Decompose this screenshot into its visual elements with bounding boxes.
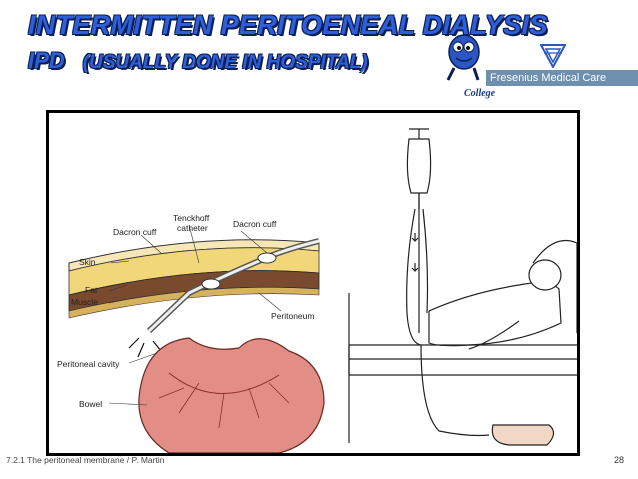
peritoneal-dialysis-illustration: Tenckhoff catheter Dacron cuff Skin Dacr…	[46, 110, 580, 456]
abdominal-wall-cross-section	[68, 224, 325, 453]
title-hospital-note: (USUALLY DONE IN HOSPITAL)	[82, 52, 368, 73]
label-fat: Fat	[85, 285, 98, 295]
label-tenckhoff-2: catheter	[177, 223, 208, 233]
label-dacron-cuff-left: Dacron cuff	[113, 227, 157, 237]
fresenius-logo-bar: Fresenius Medical Care	[486, 70, 638, 86]
label-tenckhoff-1: Tenckhoff	[173, 213, 210, 223]
title-ipd: IPD	[28, 48, 65, 73]
footer-source: 7.2.1 The peritoneal membrane / P. Marti…	[6, 455, 165, 465]
illustration-svg: Tenckhoff catheter Dacron cuff Skin Dacr…	[57, 128, 577, 453]
college-logo-text: College	[464, 88, 496, 99]
label-bowel: Bowel	[79, 399, 102, 409]
label-muscle: Muscle	[71, 297, 98, 307]
fresenius-triangle-icon	[540, 44, 566, 68]
label-peritoneal-cavity: Peritoneal cavity	[57, 359, 120, 369]
slide-title-line2: IPD (USUALLY DONE IN HOSPITAL)	[28, 48, 368, 74]
label-peritoneum: Peritoneum	[271, 311, 314, 321]
label-dacron-cuff-right: Dacron cuff	[233, 219, 277, 229]
label-skin: Skin	[79, 257, 96, 267]
patient-ipd-scene	[348, 128, 577, 446]
page-number: 28	[613, 455, 624, 465]
mascot-logo-icon	[446, 34, 480, 81]
